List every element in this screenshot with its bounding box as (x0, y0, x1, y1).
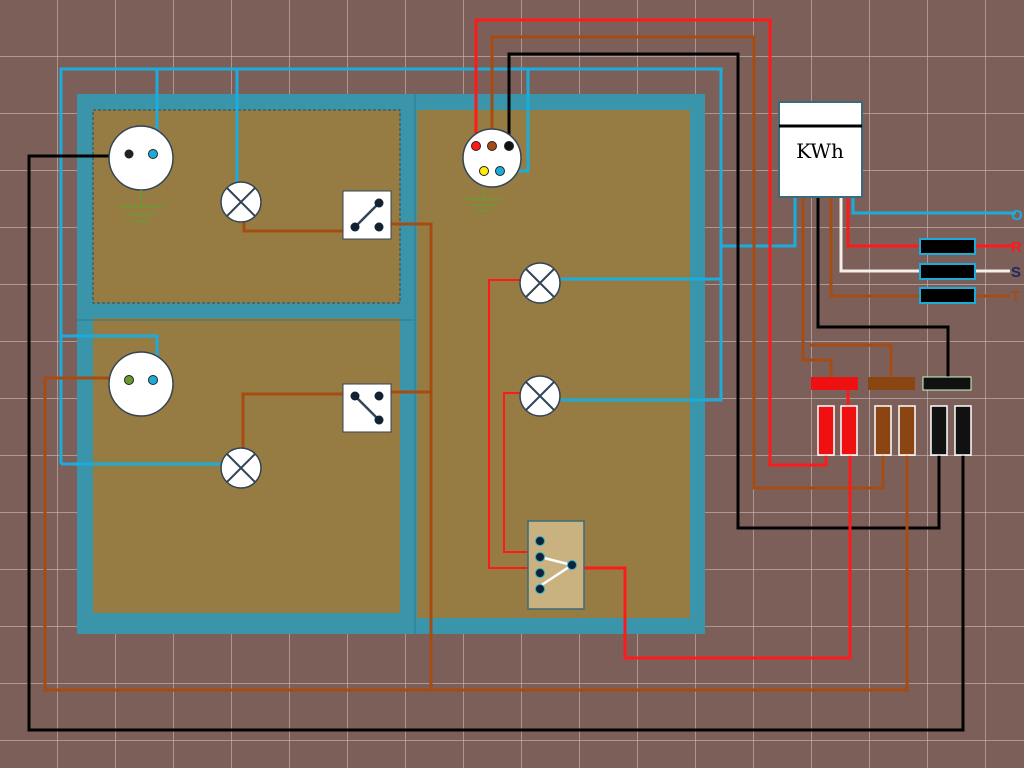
group-fuses (817, 405, 972, 456)
phase-label-t: T (1011, 288, 1020, 305)
meter-label: KWh (796, 139, 844, 163)
fuse-red-2 (840, 405, 858, 456)
fuse-black-2 (954, 405, 972, 456)
lamp-icon (220, 181, 262, 223)
fuse-s (919, 263, 976, 280)
outlet-top-left (108, 125, 174, 191)
kwh-meter: KWh (778, 101, 863, 198)
lamp-icon (519, 375, 561, 417)
fuse-bar-brown (868, 377, 915, 390)
black-wires (27, 52, 965, 732)
red-switch-wires (488, 279, 540, 569)
earth-icon (119, 190, 163, 222)
outlet-bottom-left (108, 351, 174, 417)
main-fuses (919, 238, 976, 304)
fuse-brown-1 (874, 405, 892, 456)
fuse-brown-2 (898, 405, 916, 456)
fuse-black-1 (930, 405, 948, 456)
switch-icon (342, 190, 392, 240)
fuse-bar-red (811, 377, 858, 390)
earth-icon (465, 188, 503, 212)
outlet-three-phase (462, 128, 522, 188)
fuse-red-1 (817, 405, 835, 456)
switch-icon (342, 383, 392, 433)
fuse-t (919, 287, 976, 304)
fuse-bar-black (922, 376, 972, 391)
lamp-icon (220, 447, 262, 489)
phase-label-o: O (1011, 207, 1023, 224)
phase-label-r: R (1011, 239, 1022, 256)
lamp-icon (519, 262, 561, 304)
changeover-switch (527, 520, 585, 610)
fuse-r (919, 238, 976, 255)
phase-label-s: S (1011, 264, 1021, 281)
floor-plan (77, 94, 705, 634)
